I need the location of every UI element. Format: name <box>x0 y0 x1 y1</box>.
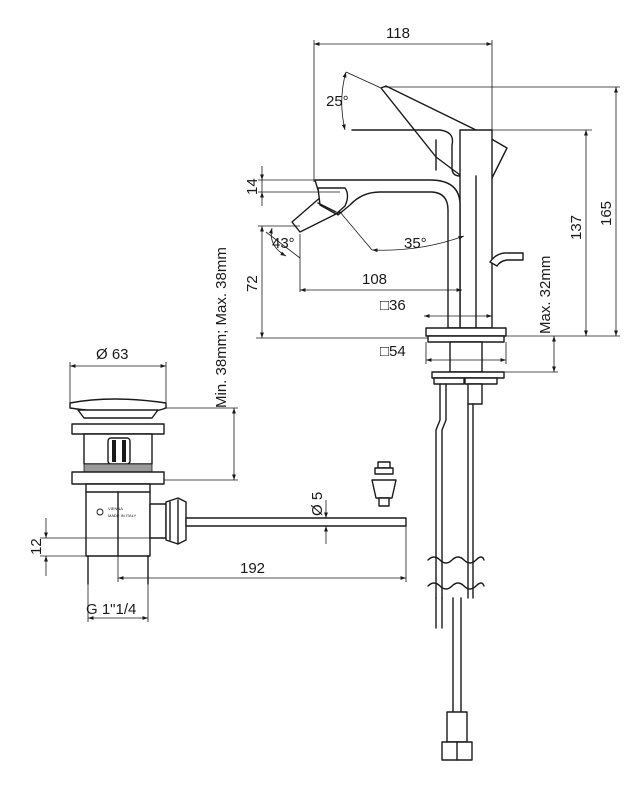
break-mark <box>427 556 485 564</box>
pop-up-knob <box>489 252 524 267</box>
svg-text:VIENNA: VIENNA <box>108 506 123 511</box>
dim-max-deck: Max. 32mm <box>537 256 554 334</box>
dim-165: 165 <box>598 201 615 226</box>
dim-body-square: □36 <box>380 297 406 314</box>
waste-knurled-ring <box>83 463 153 473</box>
dim-waste-diameter: Ø 63 <box>96 346 129 363</box>
svg-text:MADE IN ITALY: MADE IN ITALY <box>108 513 137 518</box>
mixer-body <box>291 85 524 761</box>
hose-connector <box>446 711 468 743</box>
dim-spray-angle: 35° <box>404 235 427 252</box>
dim-thread: G 1"1/4 <box>86 601 136 618</box>
dim-lever-angle: 25° <box>326 93 349 110</box>
pop-up-rod <box>185 517 407 527</box>
dim-137: 137 <box>568 215 585 240</box>
dim-118: 118 <box>386 25 410 42</box>
mounting-washer <box>431 371 505 379</box>
dim-12: 12 <box>28 538 45 555</box>
pop-up-waste: VIENNA MADE IN ITALY <box>69 398 407 585</box>
dim-base-square: □54 <box>380 343 406 360</box>
dim-192: 192 <box>240 560 265 577</box>
dim-14: 14 <box>244 178 261 195</box>
dim-rod-diameter: Ø 5 <box>309 492 326 516</box>
dimension-labels: 118 25° 14 43° 35° 108 72 □36 □54 137 16… <box>28 25 615 618</box>
rod-nut <box>149 503 167 539</box>
dim-72: 72 <box>244 275 261 292</box>
dim-108: 108 <box>362 271 387 288</box>
mixer-base <box>425 327 507 337</box>
dim-waste-range: Min. 38mm; Max. 38mm <box>213 247 230 408</box>
fixing-stud <box>467 383 483 405</box>
dimension-lines <box>40 40 620 622</box>
dim-nozzle-angle: 43° <box>272 235 295 252</box>
spray-nozzle <box>291 187 349 233</box>
rod-clip <box>371 461 397 507</box>
